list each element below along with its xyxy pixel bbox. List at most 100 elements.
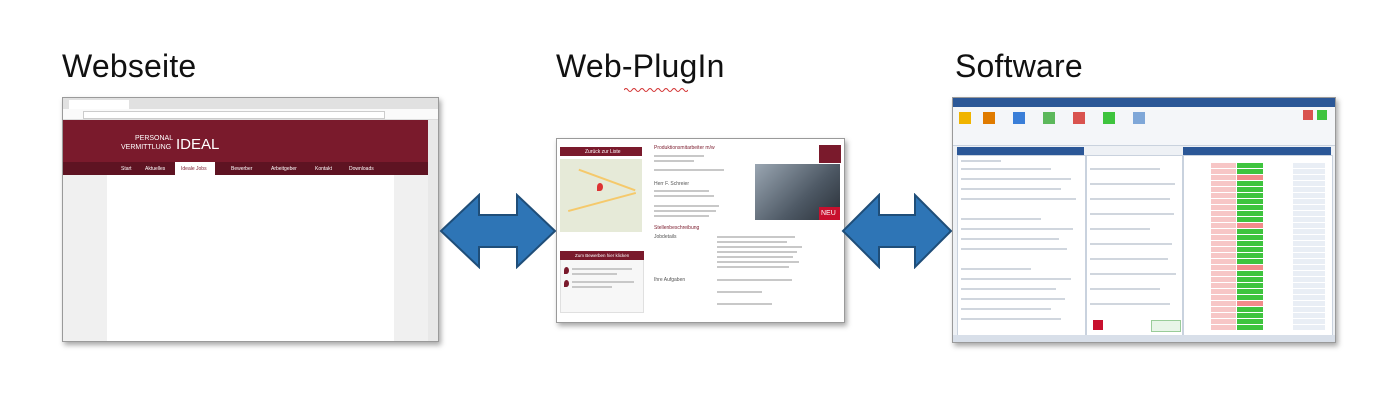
ribbon-icon: [1043, 112, 1055, 124]
text-line: [961, 238, 1059, 240]
status-red: [1237, 223, 1263, 228]
double-arrow-left: [439, 193, 557, 269]
software-titlebar: [953, 98, 1335, 107]
new-badge: [819, 207, 840, 220]
text-line: [717, 246, 802, 248]
map-pin-icon: [597, 183, 603, 191]
new-badge-label: NEU: [821, 210, 836, 217]
text-line: [717, 291, 762, 293]
text-line: [1090, 258, 1168, 260]
status-red: [1237, 175, 1263, 180]
text-line: [572, 281, 634, 283]
text-line: [1090, 183, 1175, 185]
nav-kontakt: Kontakt: [315, 166, 332, 172]
text-line: [717, 236, 795, 238]
text-line: [961, 268, 1031, 270]
text-line: [572, 268, 632, 270]
text-line: [961, 168, 1051, 170]
browser-tabbar: [63, 98, 438, 109]
text-line: [1090, 198, 1170, 200]
ribbon-icon: [1303, 110, 1313, 120]
text-line: [654, 205, 719, 207]
text-line: [654, 169, 724, 171]
brand-line1: PERSONAL: [135, 135, 174, 142]
browser-tab: [69, 100, 129, 109]
text-line: [717, 256, 793, 258]
brand-big: IDEAL: [176, 136, 220, 153]
text-line: [961, 198, 1076, 200]
list-pin-icon: [564, 267, 569, 274]
software-screenshot: [952, 97, 1336, 343]
text-line: [1090, 213, 1174, 215]
section-title: Stellenbeschreibung: [654, 225, 700, 231]
text-line: [572, 286, 612, 288]
label-software: Software: [955, 48, 1083, 84]
text-line: [961, 278, 1071, 280]
site-scrollbar: [428, 120, 438, 341]
nav-arbeitgeber: Arbeitgeber: [271, 166, 297, 172]
software-statusbar: [953, 335, 1335, 342]
text-line: [717, 241, 787, 243]
webseite-screenshot: PERSONAL VERMITTLUNG IDEAL Start Aktuell…: [62, 97, 439, 342]
text-line: [1090, 288, 1160, 290]
text-line: [654, 195, 714, 197]
text-line: [961, 288, 1056, 290]
text-line: [961, 308, 1051, 310]
nav-active: [175, 162, 215, 175]
text-line: [572, 273, 617, 275]
text-line: [961, 248, 1067, 250]
jobdetails-label: Jobdetails: [654, 234, 677, 240]
site-header: [63, 120, 438, 162]
text-line: [961, 188, 1061, 190]
back-button-label: Zurück zur Liste: [585, 149, 621, 155]
mid-panel: [1086, 155, 1183, 337]
text-line: [717, 279, 792, 281]
status-red: [1237, 301, 1263, 306]
text-line: [961, 228, 1073, 230]
ok-button: [1151, 320, 1181, 332]
site-content: [107, 175, 394, 341]
site-nav: [63, 162, 438, 175]
ribbon-icon: [1013, 112, 1025, 124]
ribbon-icon: [1103, 112, 1115, 124]
list-pin-icon: [564, 280, 569, 287]
apply-button-label: Zum Bewerben hier klicken: [575, 253, 630, 258]
nav-aktuelles: Aktuelles: [145, 166, 166, 172]
status-red: [1237, 265, 1263, 270]
text-line: [961, 318, 1061, 320]
left-panel-header: [957, 147, 1084, 155]
label-webseite: Webseite: [62, 48, 197, 84]
text-line: [717, 266, 789, 268]
job-title: Produktionsmitarbeiter m/w: [654, 145, 715, 151]
name-column: [1293, 163, 1325, 331]
ribbon-icon: [983, 112, 995, 124]
text-line: [1090, 168, 1160, 170]
nav-bewerber: Bewerber: [231, 166, 253, 172]
left-panel: [957, 155, 1086, 337]
cancel-icon: [1093, 320, 1103, 330]
right-panel-header: [1183, 147, 1331, 155]
spellcheck-underline: [624, 88, 688, 92]
text-line: [1090, 273, 1176, 275]
nav-ideale-jobs: Ideale Jobs: [181, 166, 207, 172]
text-line: [961, 218, 1041, 220]
ribbon-icon: [959, 112, 971, 124]
plugin-corner-button: [819, 145, 841, 163]
ribbon-icon: [1317, 110, 1327, 120]
label-web-plugin: Web-PlugIn: [556, 48, 725, 84]
contact-name: Herr F. Schreier: [654, 181, 690, 187]
text-line: [717, 261, 799, 263]
text-line: [654, 215, 709, 217]
text-line: [1090, 243, 1172, 245]
text-line: [961, 178, 1071, 180]
text-line: [961, 298, 1065, 300]
nav-start: Start: [121, 166, 132, 172]
apply-button: [560, 251, 644, 260]
text-line: [654, 190, 709, 192]
text-line: [1090, 228, 1150, 230]
text-line: [717, 303, 772, 305]
text-line: [717, 251, 797, 253]
ribbon-icon: [1073, 112, 1085, 124]
text-line: [654, 210, 716, 212]
date-column: [1211, 163, 1236, 331]
